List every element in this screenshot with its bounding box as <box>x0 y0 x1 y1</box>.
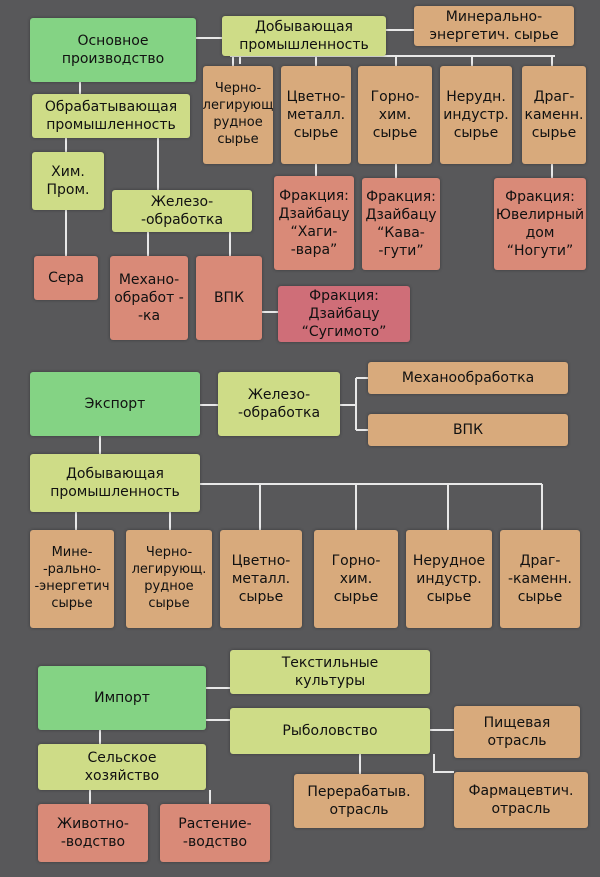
import-food: Пищевая отрасль <box>454 706 580 758</box>
link-fishing-pharma <box>433 754 454 773</box>
link-bus-resources <box>232 56 553 66</box>
import-fishing: Рыболовство <box>230 708 430 754</box>
production-nonmetal: Нерудн. индустр. сырье <box>440 66 512 164</box>
faction-noguti: Фракция: Ювелирный дом “Ногути” <box>494 178 586 270</box>
export-precious: Драг- -каменн. сырье <box>500 530 580 628</box>
faction-hagivara: Фракция: Дзайбацу “Хаги- -вара” <box>274 176 354 270</box>
export-vpk: ВПК <box>368 414 568 446</box>
export-mining-chem: Горно- хим. сырье <box>314 530 398 628</box>
faction-sugimoto: Фракция: Дзайбацу “Сугимото” <box>278 286 410 342</box>
production-vpk: ВПК <box>196 256 262 340</box>
faction-kavaguti: Фракция: Дзайбацу “Кава- -гути” <box>362 178 440 270</box>
import-processing: Перерабатыв. отрасль <box>294 774 424 828</box>
link-mining-bus-export <box>75 483 542 530</box>
production-nonferrous: Цветно- металл. сырье <box>281 66 351 164</box>
import-root: Импорт <box>38 666 206 730</box>
import-textile: Текстильные культуры <box>230 650 430 694</box>
link-mining-bus <box>230 55 555 64</box>
production-metalworking: Железо- -обработка <box>112 190 252 232</box>
link-resource-factions <box>315 164 553 178</box>
import-pharma: Фармацевтич. отрасль <box>454 772 588 828</box>
link-bus-export-resources <box>169 484 543 530</box>
production-mining: Добывающая промышленность <box>222 16 386 56</box>
import-agriculture: Сельское хозяйство <box>38 744 206 790</box>
link-metal-branches <box>340 377 368 431</box>
import-crops: Растение- -водство <box>160 804 270 862</box>
import-livestock: Животно- -водство <box>38 804 148 862</box>
production-machining: Механо- обработ - -ка <box>110 256 188 340</box>
production-root: Основное производство <box>30 18 196 82</box>
export-ferrous: Черно- легирующ. рудное сырье <box>126 530 212 628</box>
export-root: Экспорт <box>30 372 200 436</box>
export-machining: Механообработка <box>368 362 568 394</box>
export-mining: Добывающая промышленность <box>30 454 200 512</box>
export-metalworking: Железо- -обработка <box>218 372 340 436</box>
export-mineral-energy: Мине- -рально- -энергетич сырье <box>30 530 114 628</box>
production-processing: Обрабатывающая промышленность <box>32 94 190 138</box>
production-mining-chem: Горно- хим. сырье <box>358 66 432 164</box>
production-sulfur: Сера <box>34 256 98 300</box>
production-precious: Драг- каменн. сырье <box>522 66 586 164</box>
export-nonmetal: Нерудное индустр. сырье <box>406 530 492 628</box>
production-chem: Хим. Пром. <box>32 152 104 210</box>
production-ferrous: Черно- легирующ рудное сырье <box>203 66 273 164</box>
production-mineral-energy: Минерально- энергетич. сырье <box>414 6 574 46</box>
export-nonferrous: Цветно- металл. сырье <box>220 530 302 628</box>
